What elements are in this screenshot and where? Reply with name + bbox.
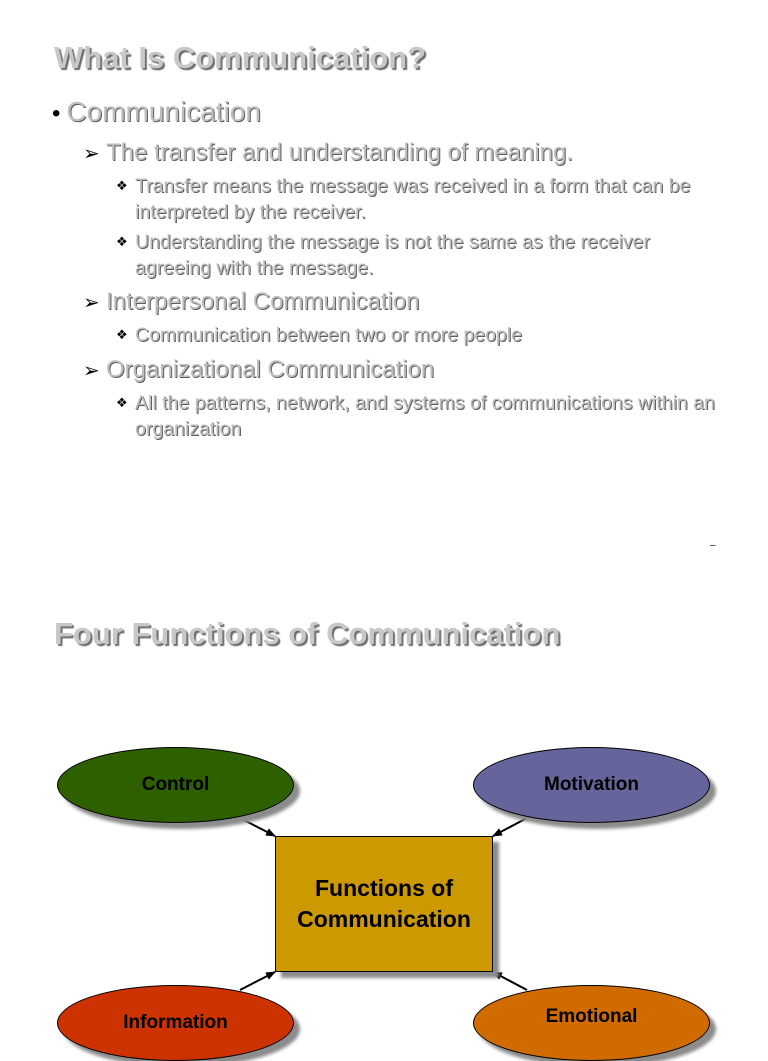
bullet-text: The transfer and understanding of meanin…: [106, 139, 573, 166]
connector-control: [239, 817, 276, 837]
bullet-level3: ❖ Transfer means the message was receive…: [116, 173, 726, 225]
slide-title: What Is Communication?: [54, 40, 426, 75]
node-label: Control: [141, 774, 210, 795]
node-control: Control: [57, 747, 294, 823]
bullet-text: Communication between two or more people: [135, 324, 522, 346]
arrowhead-bullet-icon: ➢: [83, 143, 100, 165]
diamond-bullet-icon: ❖: [116, 234, 128, 249]
bullet-text: Transfer means the message was received …: [135, 175, 691, 223]
bullet-level2: ➢ The transfer and understanding of meani…: [83, 139, 573, 167]
arrowhead-bullet-icon: ➢: [83, 292, 100, 314]
arrowhead-bullet-icon: ➢: [83, 360, 100, 382]
bullet-level3: ❖ All the patterns, network, and systems…: [116, 390, 726, 442]
slide-four-functions: Four Functions of Communication Control …: [0, 580, 768, 1061]
connector-information: [239, 971, 276, 991]
diamond-bullet-icon: ❖: [116, 395, 128, 410]
bullet-level2: ➢ Organizational Communication: [83, 356, 434, 384]
diamond-bullet-icon: ❖: [116, 178, 128, 193]
bullet-level3: ❖ Understanding the message is not the s…: [116, 229, 726, 281]
node-label: Emotional: [545, 1006, 638, 1027]
footer-mark: –: [710, 540, 716, 551]
bullet-level3: ❖ Communication between two or more peop…: [116, 322, 726, 348]
bullet-text: Communication: [66, 96, 261, 127]
node-motivation: Motivation: [473, 747, 710, 823]
bullet-text: Understanding the message is not the sam…: [135, 231, 650, 279]
center-label-line1: Functions of: [315, 875, 453, 901]
diamond-bullet-icon: ❖: [116, 327, 128, 342]
bullet-text: Organizational Communication: [106, 356, 435, 383]
diagram-connectors: [239, 817, 528, 991]
bullet-text: All the patterns, network, and systems o…: [135, 392, 715, 440]
slide-title: Four Functions of Communication: [54, 616, 561, 651]
node-label: Information: [123, 1012, 228, 1033]
center-label-line2: Communication: [297, 906, 471, 932]
connector-motivation: [492, 817, 528, 837]
node-emotional: Emotional: [473, 985, 710, 1061]
slide-what-is-communication: What Is Communication? •Communication ➢ T…: [52, 40, 726, 551]
bullet-text: Interpersonal Communication: [106, 288, 420, 315]
bullet-dot-icon: •: [52, 100, 61, 127]
connector-emotional: [492, 971, 528, 991]
node-label: Motivation: [544, 774, 639, 795]
node-functions-of-communication: Functions of Communication: [275, 836, 493, 972]
node-information: Information: [57, 985, 294, 1061]
bullet-level2: ➢ Interpersonal Communication: [83, 288, 420, 316]
bullet-level1: •Communication: [52, 96, 261, 128]
